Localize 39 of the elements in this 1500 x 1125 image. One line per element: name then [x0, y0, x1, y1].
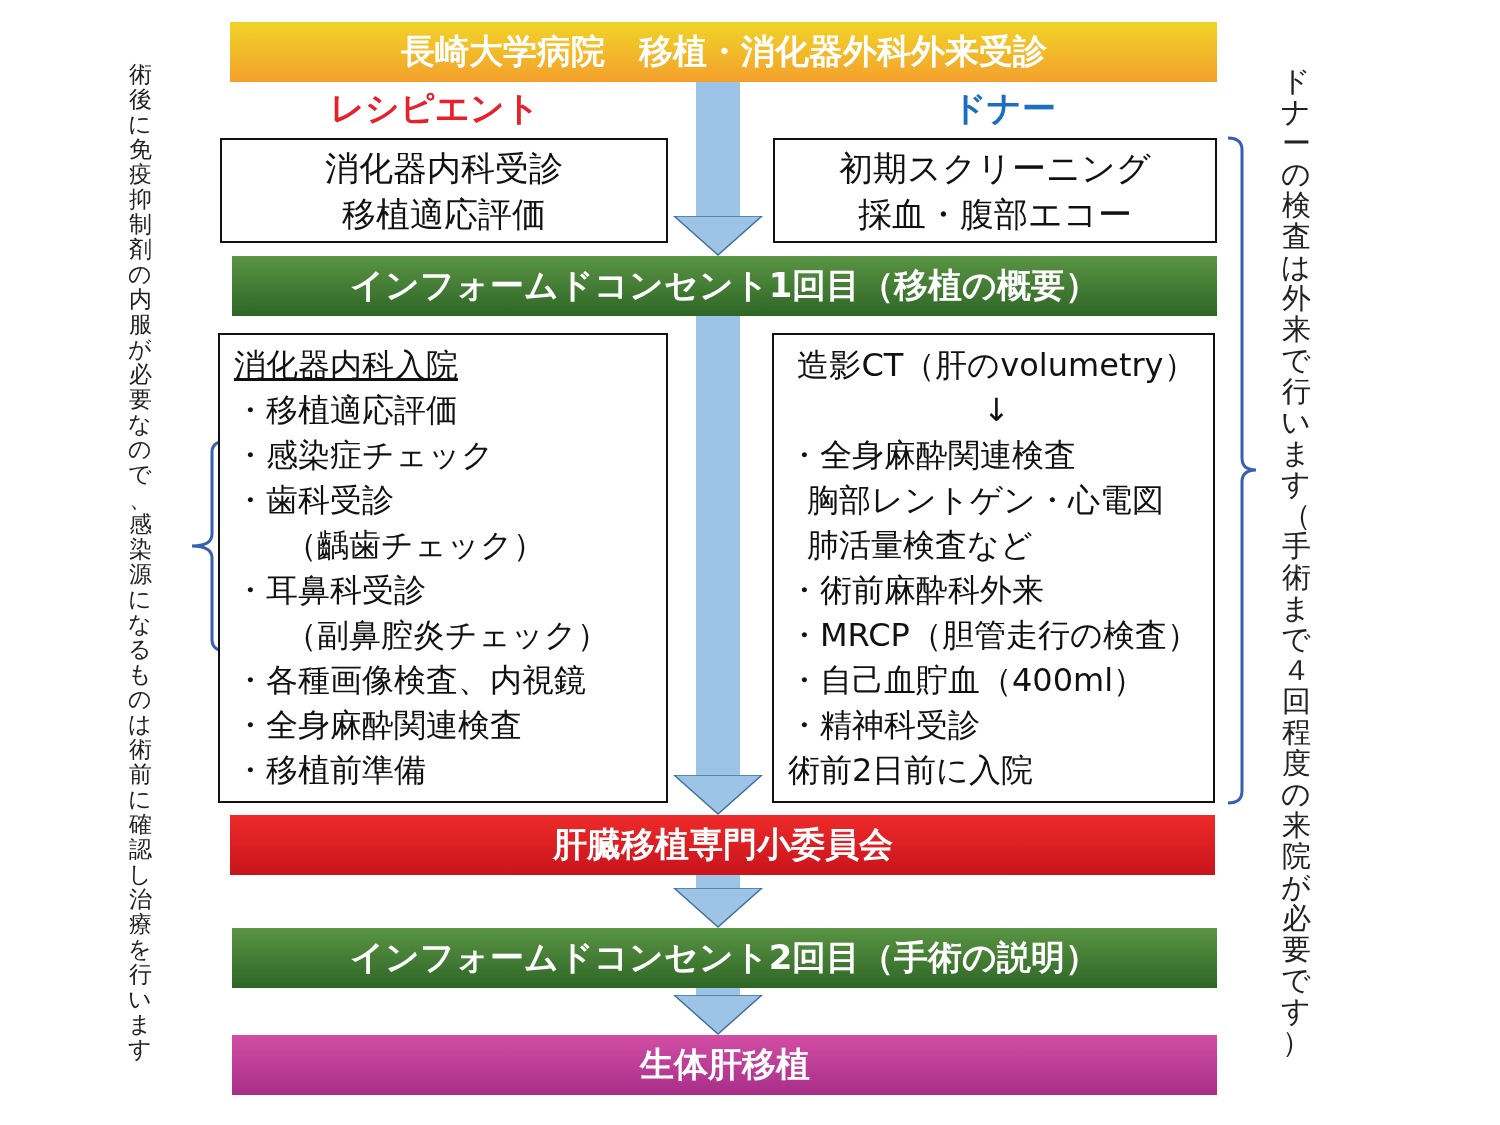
list-item: ・移植適応評価 [234, 390, 458, 431]
band-title: 生体肝移植 [639, 1043, 810, 1086]
consent-band [232, 256, 1217, 316]
list-item: ・MRCP（胆管走行の検査） [788, 615, 1199, 656]
checklist-box [772, 333, 1215, 803]
surgery-band [232, 1035, 1217, 1095]
list-item: ・術前麻酔科外来 [788, 570, 1044, 611]
list-item: ・精神科受診 [788, 705, 980, 746]
arrow [673, 82, 763, 256]
band-title: 肝臓移植専門小委員会 [552, 823, 893, 866]
list-item: ・全身麻酔関連検査胸部レントゲン・心電図肺活量検査など [788, 435, 1165, 566]
header-band [230, 22, 1217, 82]
column-heading: ドナー [952, 87, 1056, 130]
band-title: インフォームドコンセント2回目（手術の説明） [349, 936, 1100, 979]
box-text: 消化器内科受診移植適応評価 [325, 146, 563, 236]
list-item: ・全身麻酔関連検査 [234, 705, 522, 746]
list-item: ・感染症チェック [234, 435, 494, 476]
list-item: ・歯科受診（齲歯チェック） [234, 480, 546, 566]
band-title: 長崎大学病院 移植・消化器外科外来受診 [400, 30, 1047, 73]
list-item: 造影CT（肝のvolumetry） [796, 345, 1197, 386]
arrow [673, 875, 763, 928]
side-note: ドナーの検査は外来で行います（手術まで４回程度の来院が必要です） [1280, 66, 1312, 1058]
side-note: 術後に免疫抑制剤の内服が必要なので、感染源になるものは術前に確認し治療を行います [127, 62, 153, 1062]
arrow [673, 988, 763, 1035]
checklist-box [218, 333, 668, 803]
list-item: ・自己血貯血（400ml） [788, 660, 1146, 701]
column-heading: レシピエント [330, 87, 540, 130]
band-title: インフォームドコンセント1回目（移植の概要） [349, 264, 1100, 307]
list-item: 術前2日前に入院 [788, 750, 1034, 791]
process-box [220, 138, 668, 243]
process-box [773, 138, 1217, 243]
list-item: ・移植前準備 [234, 750, 426, 791]
list-item: ・耳鼻科受診（副鼻腔炎チェック） [234, 570, 610, 656]
committee-band [230, 815, 1215, 875]
box-text: 初期スクリーニング採血・腹部エコー [839, 146, 1151, 236]
list-item: ↓ [982, 390, 1011, 431]
list-item: ・各種画像検査、内視鏡 [234, 660, 586, 701]
arrow [673, 316, 763, 815]
consent-band [232, 928, 1217, 988]
